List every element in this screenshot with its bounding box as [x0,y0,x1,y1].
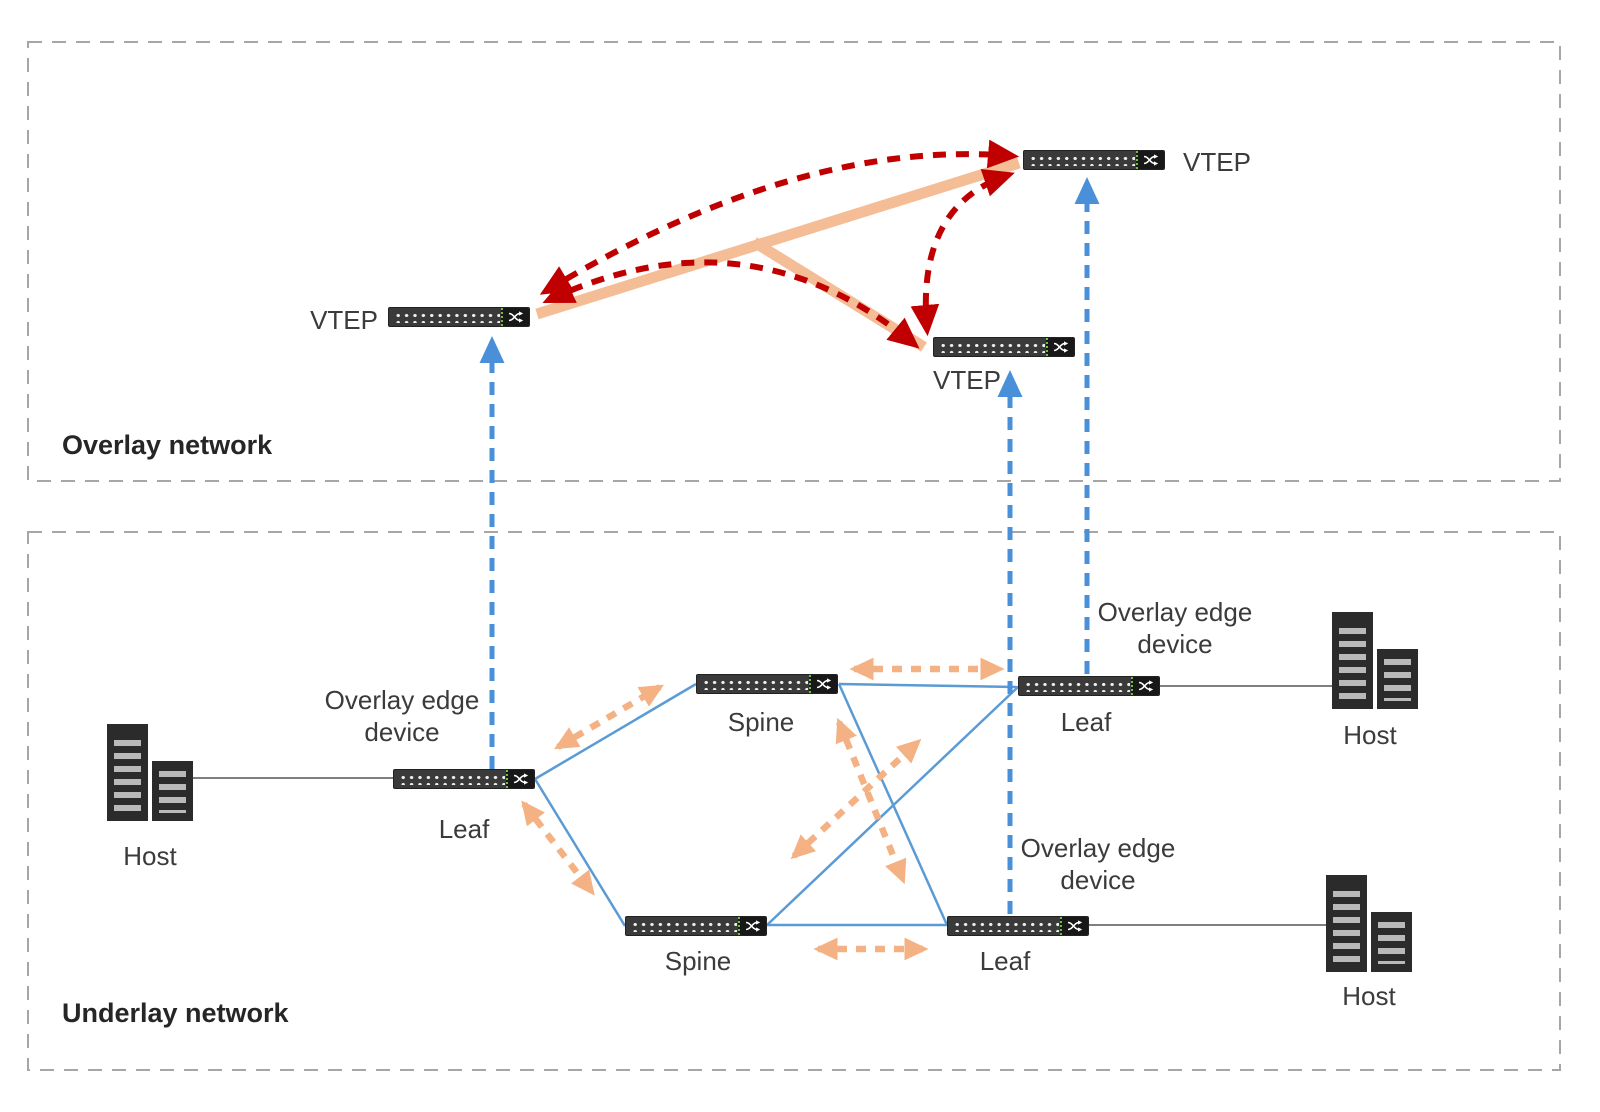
route-arrow-vtep-left-vtep-top-right [539,139,1020,295]
switch-cap [1046,338,1074,356]
host-left [107,724,193,821]
leaf-top-right-label: Leaf [1060,707,1112,737]
switch-vtep-left [388,307,530,327]
host-bottom-right [1326,875,1412,972]
server-tower [1326,875,1367,972]
vtep-mapping-arrows [479,177,1100,914]
spine-top-label: Spine [727,707,795,737]
shuffle-icon [1067,920,1083,932]
overlay-edge-device-caption-top-right: Overlay edge device [1097,597,1253,659]
underlay-network-box [27,531,1561,1071]
switch-cap [1131,677,1159,695]
server-tower [1332,612,1373,709]
switch-vtep-middle [933,337,1075,357]
switch-ports [398,773,505,785]
vtep-middle-label: VTEP [933,365,1001,395]
leaf-bottom-right-label: Leaf [979,946,1031,976]
link-leaf-left-spine-top [534,682,697,781]
switch-cap [1136,151,1164,169]
switch-leaf-bottom-right [947,916,1089,936]
link-spine-top-leaf-top-right [838,682,1019,689]
shuffle-icon [513,773,529,785]
vtep-left-label: VTEP [310,305,378,335]
shuffle-icon [816,678,832,690]
switch-ports [1023,680,1130,692]
switch-cap [501,308,529,326]
overlay-network-box [27,41,1561,482]
switch-leaf-left [393,769,535,789]
switch-ports [393,311,500,323]
switch-cap [738,917,766,935]
host-bottom-right-label: Host [1342,981,1396,1011]
server-tower [152,761,193,821]
overlay-network-label: Overlay network [62,430,273,460]
overlay-edge-device-caption-left: Overlay edge device [324,685,480,747]
host-links [193,685,1332,926]
network-boundaries [27,41,1561,1071]
shuffle-icon [1053,341,1069,353]
switch-ports [1028,154,1135,166]
switch-spine-top [696,674,838,694]
spine-bottom-label: Spine [664,946,732,976]
server-tower [107,724,148,821]
host-left-label: Host [123,841,177,871]
switch-leaf-top-right [1018,676,1160,696]
switch-ports [701,678,808,690]
underlay-network-label: Underlay network [62,998,289,1028]
switch-ports [952,920,1059,932]
switch-cap [506,770,534,788]
switch-ports [630,920,737,932]
switch-cap [809,675,837,693]
switch-spine-bottom [625,916,767,936]
route-arrow-vtep-middle-vtep-top-right [910,169,1015,337]
server-tower [1377,649,1418,709]
shuffle-icon [508,311,524,323]
shuffle-icon [1143,154,1159,166]
traffic-arrow-spine-top-leaf-bottom-right [835,717,907,885]
switch-ports [938,341,1045,353]
switch-vtep-top-right [1023,150,1165,170]
overlay-route-arrows [539,139,1020,349]
link-leaf-left-spine-bottom [533,778,627,927]
vtep-top-right-label: VTEP [1183,147,1251,177]
host-top-right [1332,612,1418,709]
overlay-edge-device-caption-bottom-right: Overlay edge device [1020,833,1176,895]
shuffle-icon [1138,680,1154,692]
leaf-left-label: Leaf [438,814,490,844]
switch-cap [1060,917,1088,935]
shuffle-icon [745,920,761,932]
traffic-arrow-leaf-left-spine-top [554,684,664,750]
host-top-right-label: Host [1343,720,1397,750]
route-arrow-vtep-left-vtep-middle [542,259,920,349]
server-tower [1371,912,1412,972]
underlay-traffic-arrows [521,657,1005,961]
